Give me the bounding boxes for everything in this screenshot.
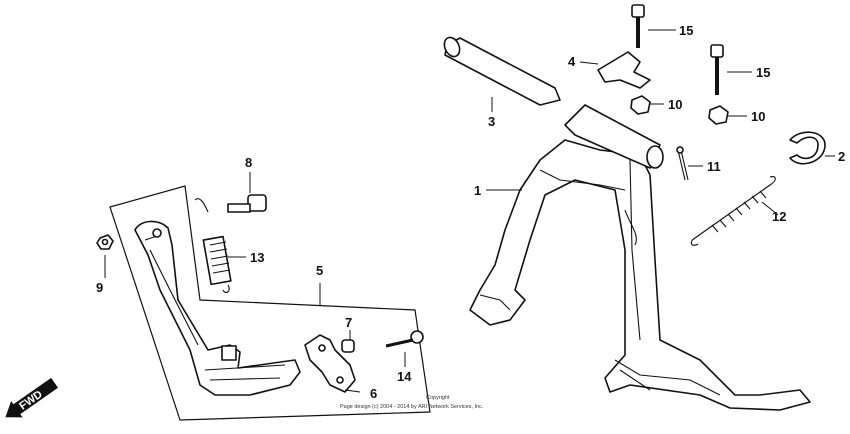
callout-15-lower: 15 [756,65,770,80]
leader-lines [104,29,835,393]
callout-8: 8 [245,155,252,170]
stand-bracket-4[interactable] [597,51,651,89]
main-stand-spring[interactable] [690,176,776,246]
callout-10-lower: 10 [751,109,765,124]
side-stand-assembly-box [109,185,431,421]
callout-9: 9 [96,280,103,295]
main-stand[interactable] [469,139,811,411]
side-stand-spring[interactable] [194,198,232,294]
copyright-notice: Copyright Page design (c) 2004 - 2014 by… [340,395,484,410]
callout-10-upper: 10 [668,97,682,112]
callout-12: 12 [772,209,786,224]
pivot-pipe[interactable] [441,35,561,106]
circlip[interactable] [789,131,826,165]
callout-labels: 1 2 3 4 5 6 7 8 9 10 10 11 12 13 14 15 1… [96,23,845,401]
copyright-line-2: Page design (c) 2004 - 2014 by ARI Netwo… [340,404,484,410]
nut-10-upper[interactable] [630,95,651,115]
copyright-line-1: Copyright [426,395,450,401]
callout-4: 4 [568,54,576,69]
callout-1: 1 [474,183,481,198]
callout-2: 2 [838,149,845,164]
callout-5: 5 [316,263,323,278]
fwd-arrow: FWD [5,377,59,418]
callout-14: 14 [397,369,412,384]
bolt-14[interactable] [385,330,424,348]
stand-bracket[interactable] [304,334,356,393]
callout-11: 11 [707,159,721,174]
nut-10-lower[interactable] [708,105,729,125]
main-stand-crossbar [564,104,664,169]
callout-13: 13 [250,250,264,265]
callout-15-upper: 15 [679,23,693,38]
pivot-bolt[interactable] [227,194,267,213]
callout-3: 3 [488,114,495,129]
collar[interactable] [341,339,355,353]
bolt-15-upper[interactable] [631,4,645,48]
side-stand-bar[interactable] [134,220,301,396]
bolt-15-lower[interactable] [710,44,724,95]
callout-6: 6 [370,386,377,401]
cotter-pin[interactable] [676,146,689,181]
callout-7: 7 [345,315,352,330]
nut-9[interactable] [96,234,114,250]
